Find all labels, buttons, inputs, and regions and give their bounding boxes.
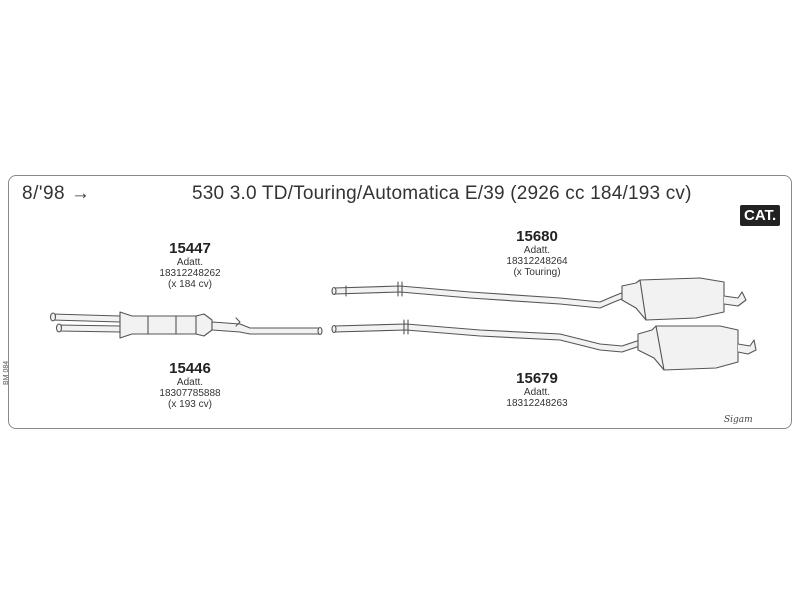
part-ref: 18312248262 bbox=[159, 268, 221, 279]
part-adatt: Adatt. bbox=[176, 257, 204, 268]
part-note: (x Touring) bbox=[513, 267, 561, 278]
part-number: 15446 bbox=[169, 360, 211, 377]
rear-pipe-touring bbox=[331, 277, 747, 321]
part-number: 15680 bbox=[516, 228, 558, 245]
brand-logo: Sigam bbox=[724, 415, 753, 425]
part-note: (x 193 cv) bbox=[168, 399, 212, 410]
part-label-15680: 15680 Adatt. 18312248264 (x Touring) bbox=[482, 228, 592, 278]
part-number: 15447 bbox=[169, 240, 211, 257]
part-note: (x 184 cv) bbox=[168, 279, 212, 290]
front-pipe-assembly bbox=[49, 311, 323, 339]
part-ref: 18312248263 bbox=[506, 398, 568, 409]
part-label-15679: 15679 Adatt. 18312248263 bbox=[482, 370, 592, 409]
part-ref: 18312248264 bbox=[506, 256, 568, 267]
date-range: 8/'98 → bbox=[22, 183, 91, 204]
part-number: 15679 bbox=[516, 370, 558, 387]
part-adatt: Adatt. bbox=[523, 387, 551, 398]
vehicle-title: 530 3.0 TD/Touring/Automatica E/39 (2926… bbox=[192, 183, 692, 204]
part-label-15446: 15446 Adatt. 18307785888 (x 193 cv) bbox=[135, 360, 245, 410]
part-ref: 18307785888 bbox=[159, 388, 221, 399]
part-adatt: Adatt. bbox=[523, 245, 551, 256]
cat-badge: CAT. bbox=[740, 205, 781, 226]
part-label-15447: 15447 Adatt. 18312248262 (x 184 cv) bbox=[135, 240, 245, 290]
part-adatt: Adatt. bbox=[176, 377, 204, 388]
rear-pipe-main bbox=[331, 319, 757, 371]
